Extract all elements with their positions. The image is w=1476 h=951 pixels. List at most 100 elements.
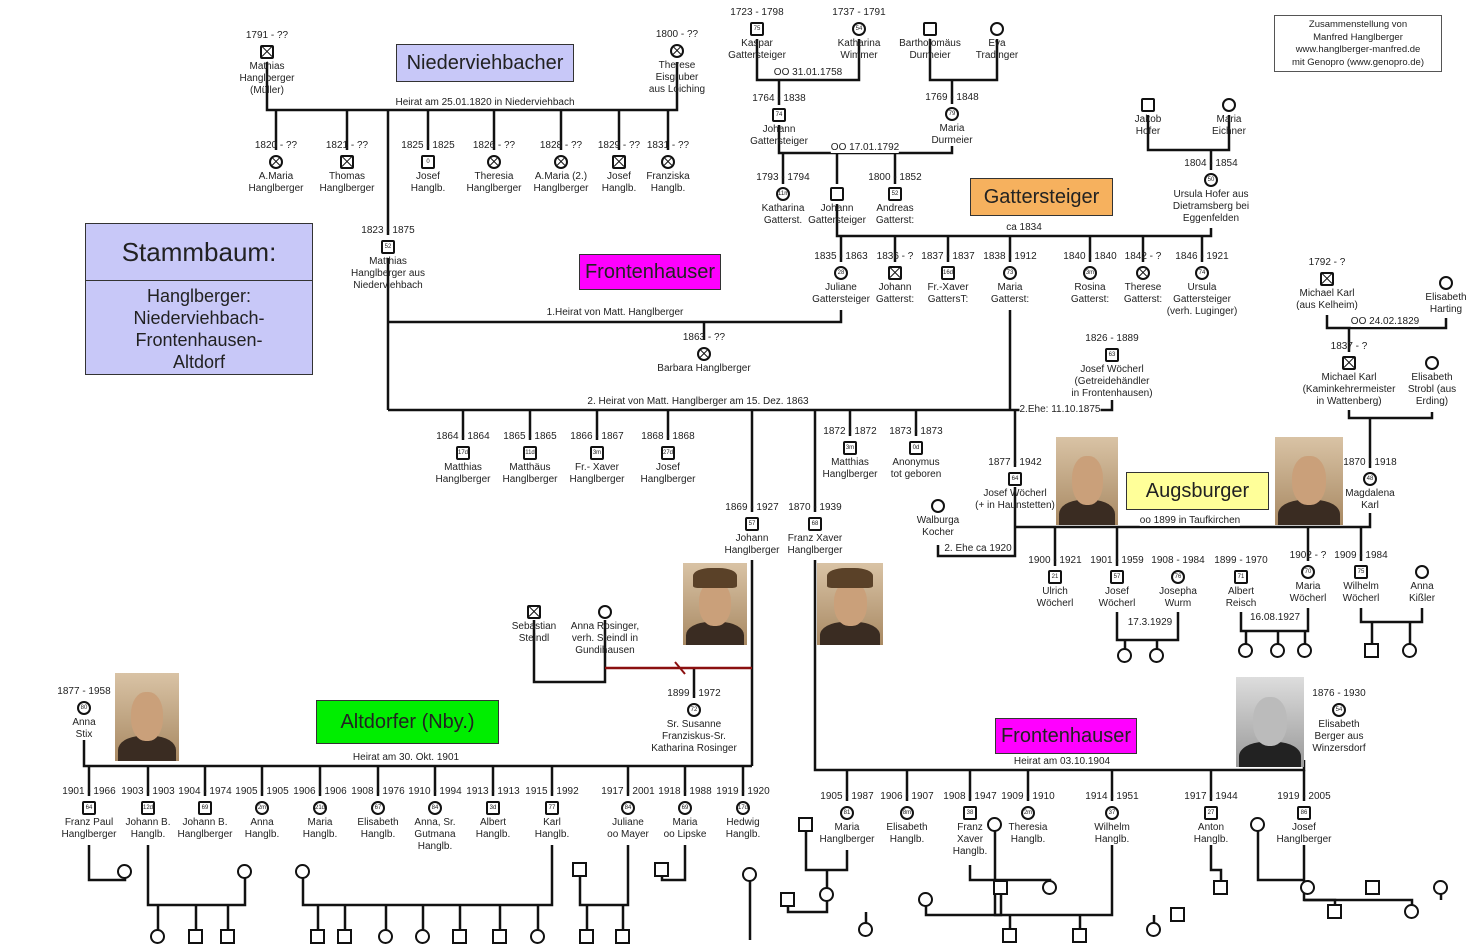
female-circle-icon[interactable]	[1149, 648, 1164, 663]
person-name: Josepha Wurm	[1159, 586, 1197, 609]
person-dates: 1829 - ??	[597, 140, 641, 151]
person-name: Theresia Hanglberger	[466, 171, 522, 194]
person-name: Elisabeth Hanglb.	[357, 817, 399, 840]
person-name: Anonymus tot geboren	[890, 457, 942, 480]
person-name: Maria Hanglberger	[819, 822, 875, 845]
female-circle-icon[interactable]	[295, 864, 310, 879]
connector-line	[1015, 513, 1372, 529]
male-square-icon[interactable]	[452, 929, 467, 944]
female-circle-icon: 69	[678, 801, 692, 815]
female-circle-icon: 3m	[1083, 266, 1097, 280]
person-dates: 1909 - 1910	[1001, 791, 1055, 802]
male-square-icon[interactable]	[572, 862, 587, 877]
person-name: Ulrich Wöcherl	[1036, 586, 1074, 609]
female-circle-icon: 2m	[255, 801, 269, 815]
person-name: Jakob Hofer	[1134, 114, 1162, 137]
female-circle-icon[interactable]	[987, 817, 1002, 832]
person-name: Juliane Gattersteiger	[812, 282, 870, 305]
female-circle-icon[interactable]	[819, 887, 834, 902]
marriage-label: OO 31.01.1758	[773, 67, 843, 78]
female-circle-icon[interactable]	[1404, 904, 1419, 919]
female-circle-icon[interactable]	[1146, 922, 1161, 937]
person-dates: 1769 - 1848	[925, 92, 979, 103]
marriage-label: 17.3.1929	[1127, 617, 1173, 628]
male-square-icon[interactable]	[579, 929, 594, 944]
male-square-icon[interactable]	[220, 929, 235, 944]
credits-box: Zusammenstellung von Manfred Hanglberger…	[1274, 15, 1442, 72]
female-circle-icon: 37	[1105, 806, 1119, 820]
person-name: Bartholomäus Durmeier	[899, 38, 961, 61]
family-label: Augsburger	[1126, 472, 1269, 510]
female-circle-icon[interactable]	[1238, 643, 1253, 658]
male-square-icon[interactable]	[1002, 928, 1017, 943]
male-square-icon[interactable]	[798, 817, 813, 832]
female-circle-icon[interactable]	[1270, 643, 1285, 658]
person-dates: 1792 - ?	[1308, 257, 1346, 268]
male-square-icon[interactable]	[188, 929, 203, 944]
male-square-icon[interactable]	[492, 929, 507, 944]
male-square-icon[interactable]	[993, 880, 1008, 895]
female-circle-icon[interactable]	[117, 864, 132, 879]
connector-line	[1239, 608, 1310, 633]
portrait-photo	[115, 673, 179, 761]
male-square-icon[interactable]	[615, 929, 630, 944]
family-label: Frontenhauser	[579, 254, 721, 290]
person-name: Maria oo Lipske	[663, 817, 707, 840]
person-name: Matthias Hanglberger	[822, 457, 878, 480]
female-circle-icon[interactable]	[918, 892, 933, 907]
male-square-icon[interactable]	[654, 862, 669, 877]
female-circle-icon[interactable]	[1433, 880, 1448, 895]
person-dates: 1905 - 1987	[820, 791, 874, 802]
connector-line	[813, 560, 1306, 772]
female-circle-icon[interactable]	[742, 867, 757, 882]
person-name: Rosina Gatterst:	[1070, 282, 1110, 305]
female-circle-icon[interactable]	[530, 929, 545, 944]
female-circle-icon[interactable]	[858, 922, 873, 937]
connector-line	[1146, 115, 1231, 152]
female-circle-icon[interactable]	[1402, 643, 1417, 658]
female-circle-icon[interactable]	[415, 929, 430, 944]
connector-line	[388, 310, 843, 324]
female-circle-icon[interactable]	[150, 929, 165, 944]
person-name: Wilhelm Hanglb.	[1094, 822, 1130, 845]
male-square-icon[interactable]	[310, 929, 325, 944]
female-circle-icon[interactable]	[237, 864, 252, 879]
male-square-icon: 0d	[909, 441, 923, 455]
person-dates: 1870 - 1918	[1343, 457, 1397, 468]
person-dates: 1904 - 1974	[178, 786, 232, 797]
male-square-icon[interactable]	[1170, 907, 1185, 922]
female-circle-icon[interactable]	[1300, 880, 1315, 895]
person-name: Anna Stix	[72, 717, 96, 740]
marriage-label: oo 1899 in Taufkirchen	[1139, 515, 1241, 526]
male-square-icon[interactable]	[1365, 880, 1380, 895]
male-square-icon[interactable]	[1364, 643, 1379, 658]
male-square-icon: 77	[545, 801, 559, 815]
female-circle-icon: 81	[840, 806, 854, 820]
male-square-icon: 0	[421, 155, 435, 169]
male-square-icon[interactable]	[1072, 928, 1087, 943]
male-square-icon[interactable]	[1327, 904, 1342, 919]
male-square-icon: 64	[1008, 472, 1022, 486]
family-label: Gattersteiger	[970, 178, 1113, 216]
male-square-icon[interactable]	[337, 929, 352, 944]
person-name: Wilhelm Wöcherl	[1342, 581, 1380, 604]
person-dates: 1877 - 1958	[57, 686, 111, 697]
person-dates: 1919 - 2005	[1277, 791, 1331, 802]
female-circle-icon[interactable]	[1117, 648, 1132, 663]
female-circle-icon[interactable]	[1297, 643, 1312, 658]
male-square-icon	[260, 45, 274, 59]
female-circle-icon: 80	[77, 701, 91, 715]
female-circle-icon: 17d	[736, 801, 750, 815]
male-square-icon[interactable]	[1213, 880, 1228, 895]
male-square-icon[interactable]	[780, 892, 795, 907]
female-circle-icon: 74	[1195, 266, 1209, 280]
marriage-label: 1.Heirat von Matt. Hanglberger	[546, 307, 684, 318]
female-circle-icon[interactable]	[378, 929, 393, 944]
person-name: Matthias Hanglberger aus Niederviehbach	[351, 256, 425, 291]
person-dates: 1900 - 1921	[1028, 555, 1082, 566]
male-square-icon: 75	[1354, 565, 1368, 579]
female-circle-icon[interactable]	[1042, 880, 1057, 895]
person-dates: 1899 - 1970	[1214, 555, 1268, 566]
person-name: Josef Wöcherl (Getreidehändler in Fronte…	[1071, 364, 1153, 399]
female-circle-icon[interactable]	[1250, 817, 1265, 832]
